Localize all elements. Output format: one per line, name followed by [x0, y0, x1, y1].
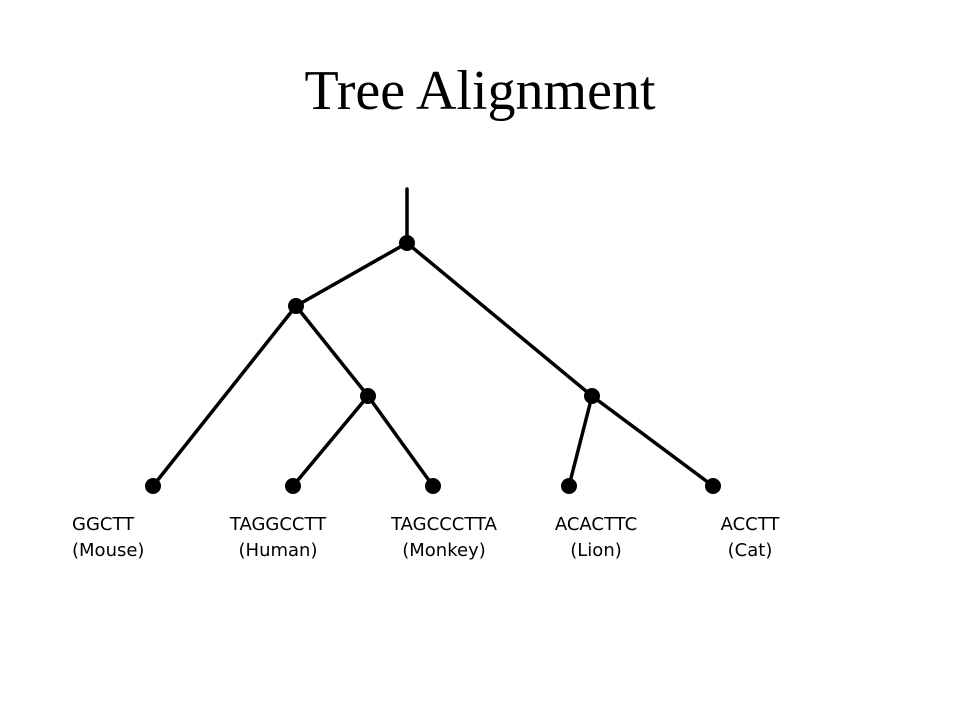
leaf-node-lion: [561, 478, 577, 494]
leaf-label-monkey: TAGCCCTTA (Monkey): [381, 512, 507, 563]
leaf-sequence: GGCTT: [72, 514, 135, 535]
edge-left-clade-to-primate-clade: [294, 304, 370, 398]
leaf-species: (Cat): [727, 539, 773, 561]
leaf-node-cat: [705, 478, 721, 494]
slide-title: Tree Alignment: [304, 60, 656, 122]
edge-right-clade-to-lion: [567, 394, 594, 488]
edge-root-to-left-clade: [294, 241, 409, 308]
leaf-sequence: TAGGCCTT: [229, 514, 327, 535]
leaf-species: (Monkey): [402, 539, 486, 561]
right-clade-node: [584, 388, 600, 404]
leaf-node-human: [285, 478, 301, 494]
leaf-sequence: ACCTT: [720, 514, 780, 535]
leaf-label-lion: ACACTTC (Lion): [541, 512, 651, 563]
leaf-sequence: TAGCCCTTA: [391, 514, 497, 535]
leaf-label-cat: ACCTT (Cat): [702, 512, 798, 563]
leaf-species: (Mouse): [72, 539, 145, 561]
left-clade-node: [288, 298, 304, 314]
edge-left-clade-to-mouse: [151, 304, 298, 488]
leaf-node-mouse: [145, 478, 161, 494]
leaf-node-monkey: [425, 478, 441, 494]
edge-right-clade-to-cat: [590, 394, 715, 488]
primate-clade-node: [360, 388, 376, 404]
leaf-label-mouse: GGCTT (Mouse): [72, 512, 144, 563]
leaf-species: (Human): [238, 539, 318, 561]
root-node: [399, 235, 415, 251]
leaf-label-human: TAGGCCTT (Human): [218, 512, 338, 563]
edge-primate-clade-to-monkey: [366, 394, 435, 488]
leaf-species: (Lion): [570, 539, 622, 561]
edge-primate-clade-to-human: [291, 394, 370, 488]
leaf-sequence: ACACTTC: [554, 514, 638, 535]
edge-root-to-right-clade: [405, 241, 594, 398]
